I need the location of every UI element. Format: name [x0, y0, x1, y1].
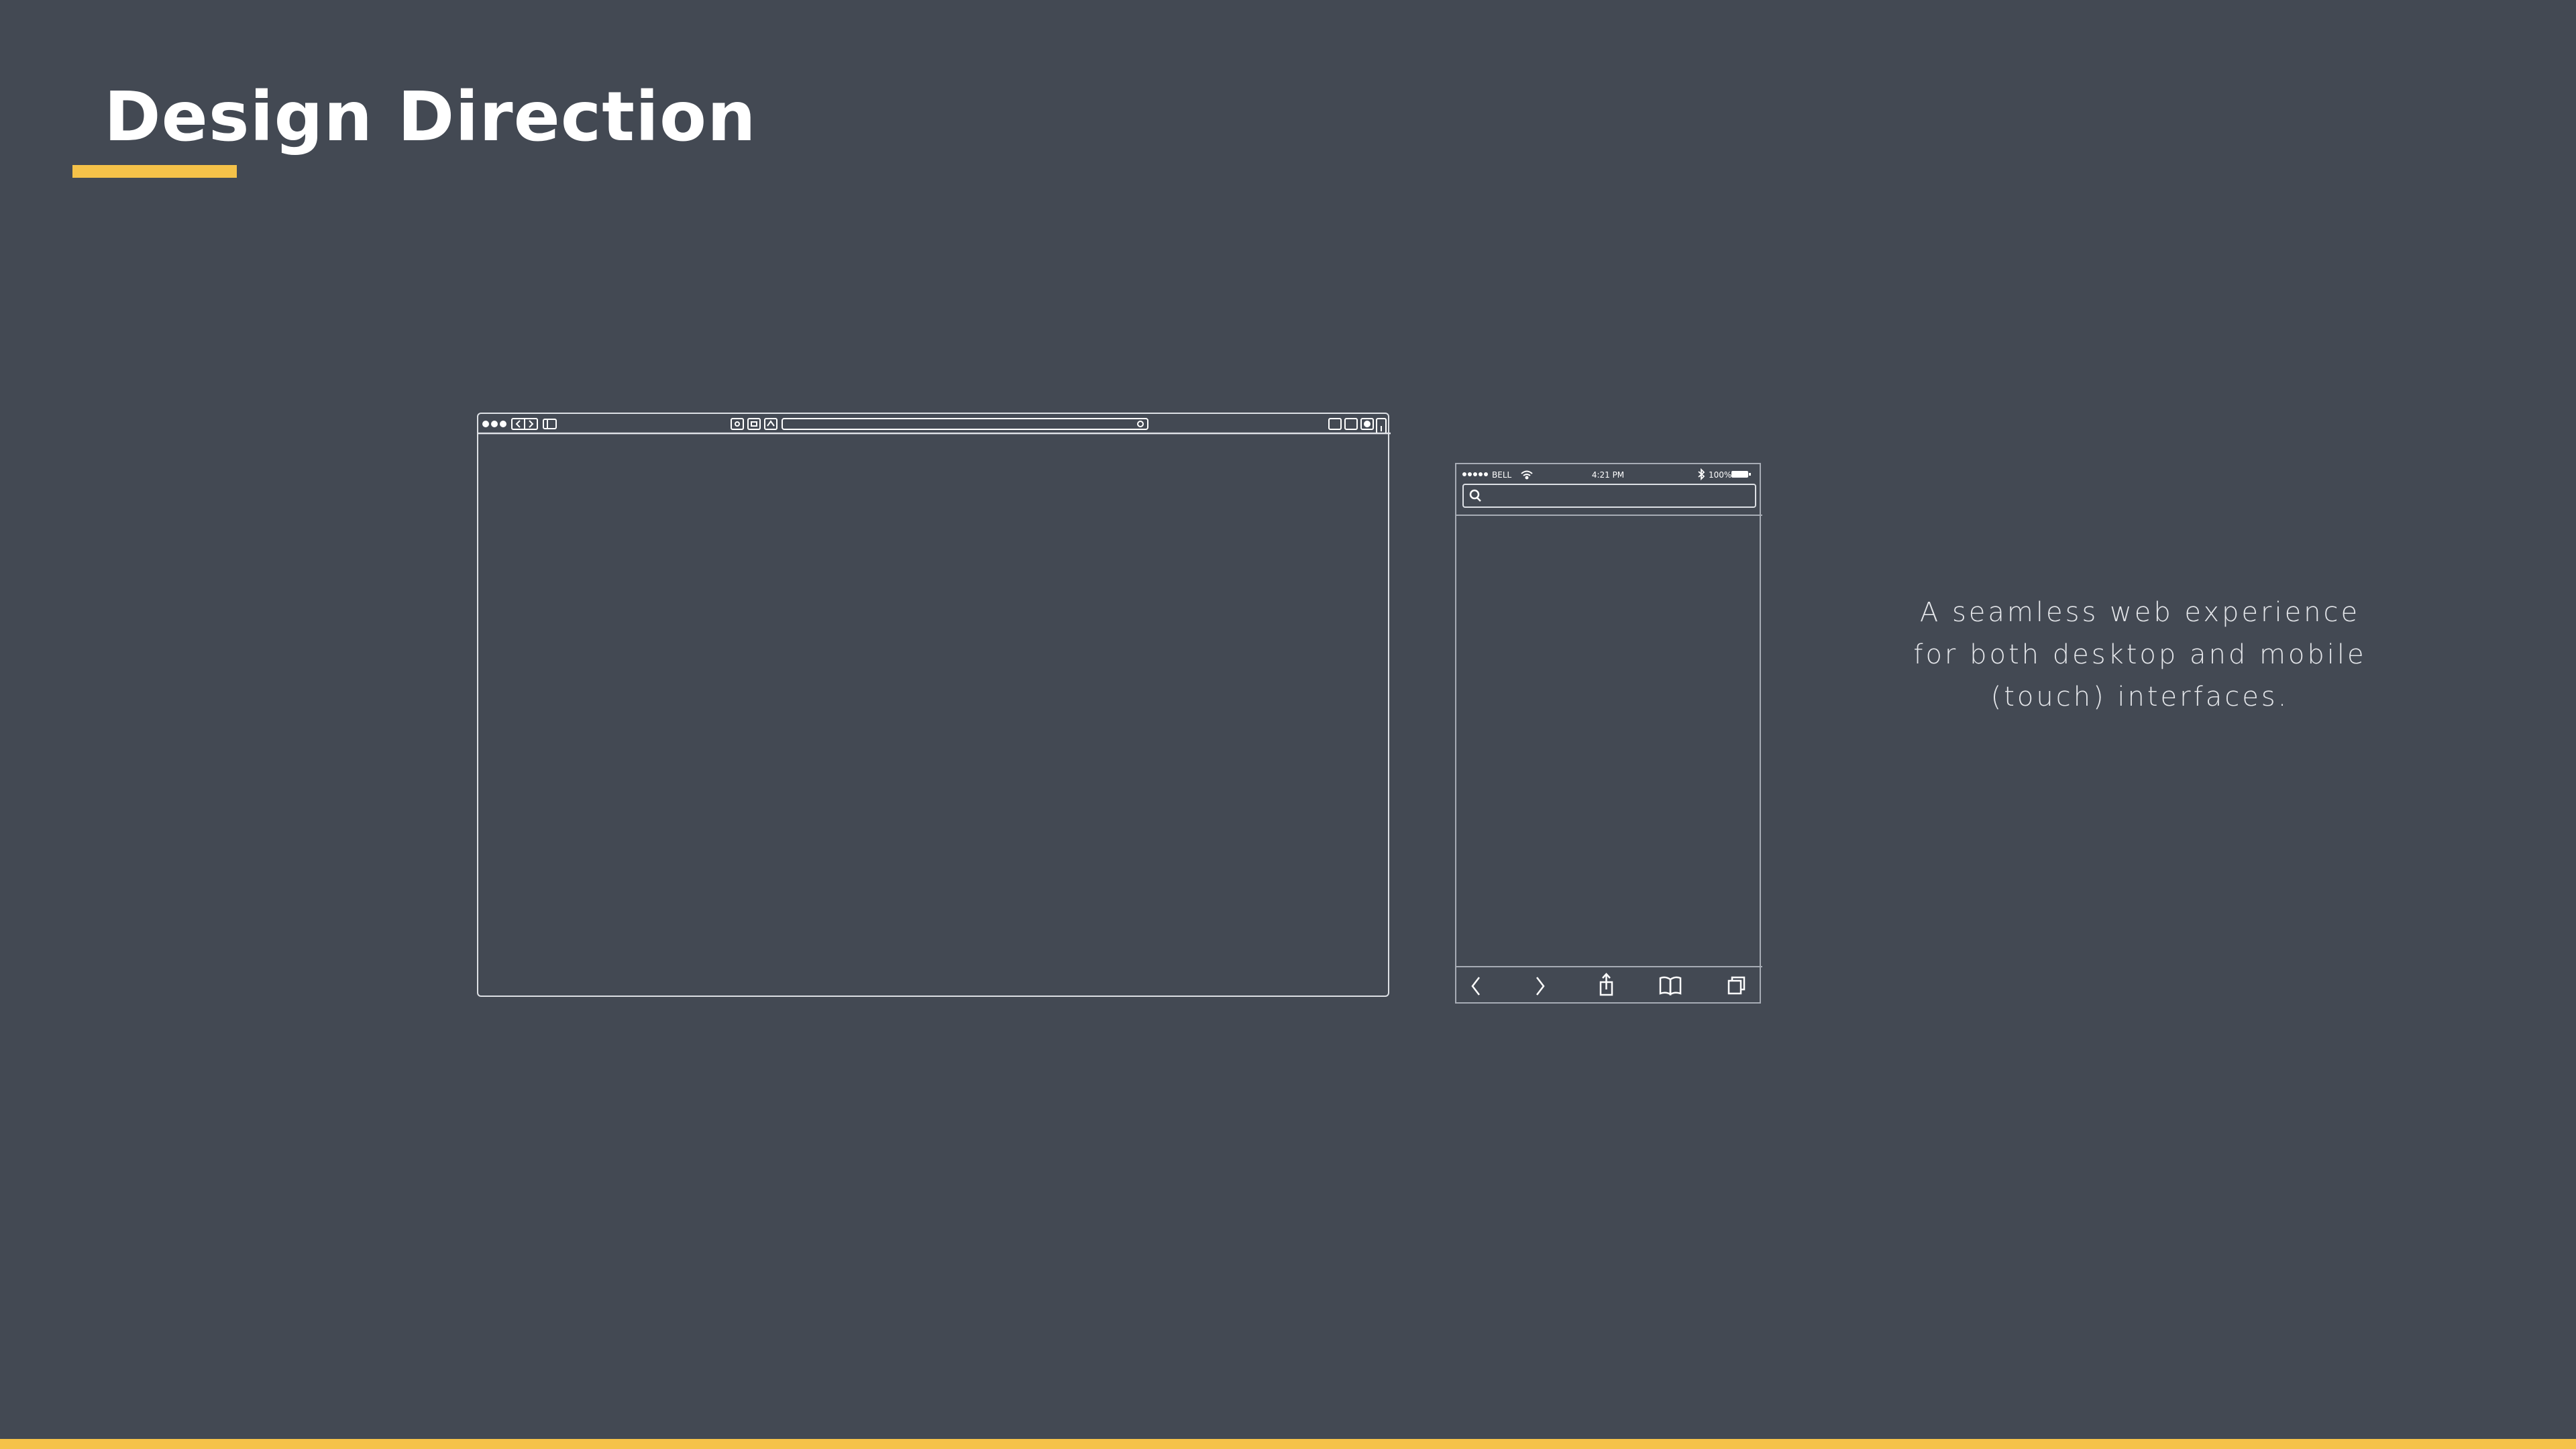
mobile-search-bar	[1462, 484, 1756, 508]
tagline-line: (touch) interfaces.	[1990, 682, 2290, 712]
bluetooth-icon	[1698, 468, 1705, 481]
window-traffic-lights	[482, 421, 506, 427]
mobile-browser-chrome: BELL 4:21 PM 100%	[1456, 468, 1762, 996]
back-chevron-icon	[1471, 977, 1480, 996]
forward-chevron-icon	[1536, 977, 1545, 996]
title-underline	[72, 165, 237, 178]
tabs-icon	[1727, 976, 1746, 995]
bookmarks-icon	[1659, 976, 1682, 996]
desktop-browser-wireframe	[477, 413, 1391, 997]
tagline-line: for both desktop and mobile	[1913, 639, 2367, 670]
address-bar	[782, 418, 1148, 430]
search-icon	[1469, 489, 1481, 502]
address-bar-buttons	[731, 418, 777, 430]
carrier-label: BELL	[1492, 470, 1512, 480]
slide-title: Design Direction	[104, 77, 757, 157]
sidebar-toggle-icon	[543, 419, 557, 429]
tagline: A seamless web experience for both deskt…	[1905, 592, 2375, 718]
back-forward-buttons	[511, 418, 538, 430]
share-icon	[1599, 973, 1613, 996]
desktop-browser-chrome	[478, 418, 1391, 435]
toolbar-right-icons	[1328, 418, 1387, 434]
wifi-icon	[1521, 470, 1533, 480]
bottom-accent-bar	[0, 1439, 2576, 1449]
battery-percent: 100%	[1709, 470, 1731, 480]
status-time: 4:21 PM	[1592, 470, 1624, 480]
tagline-line: A seamless web experience	[1919, 597, 2361, 628]
battery-icon	[1731, 471, 1751, 478]
signal-dots-icon	[1462, 472, 1488, 476]
mobile-toolbar	[1471, 973, 1746, 996]
mobile-browser-wireframe: BELL 4:21 PM 100%	[1455, 463, 1762, 1004]
